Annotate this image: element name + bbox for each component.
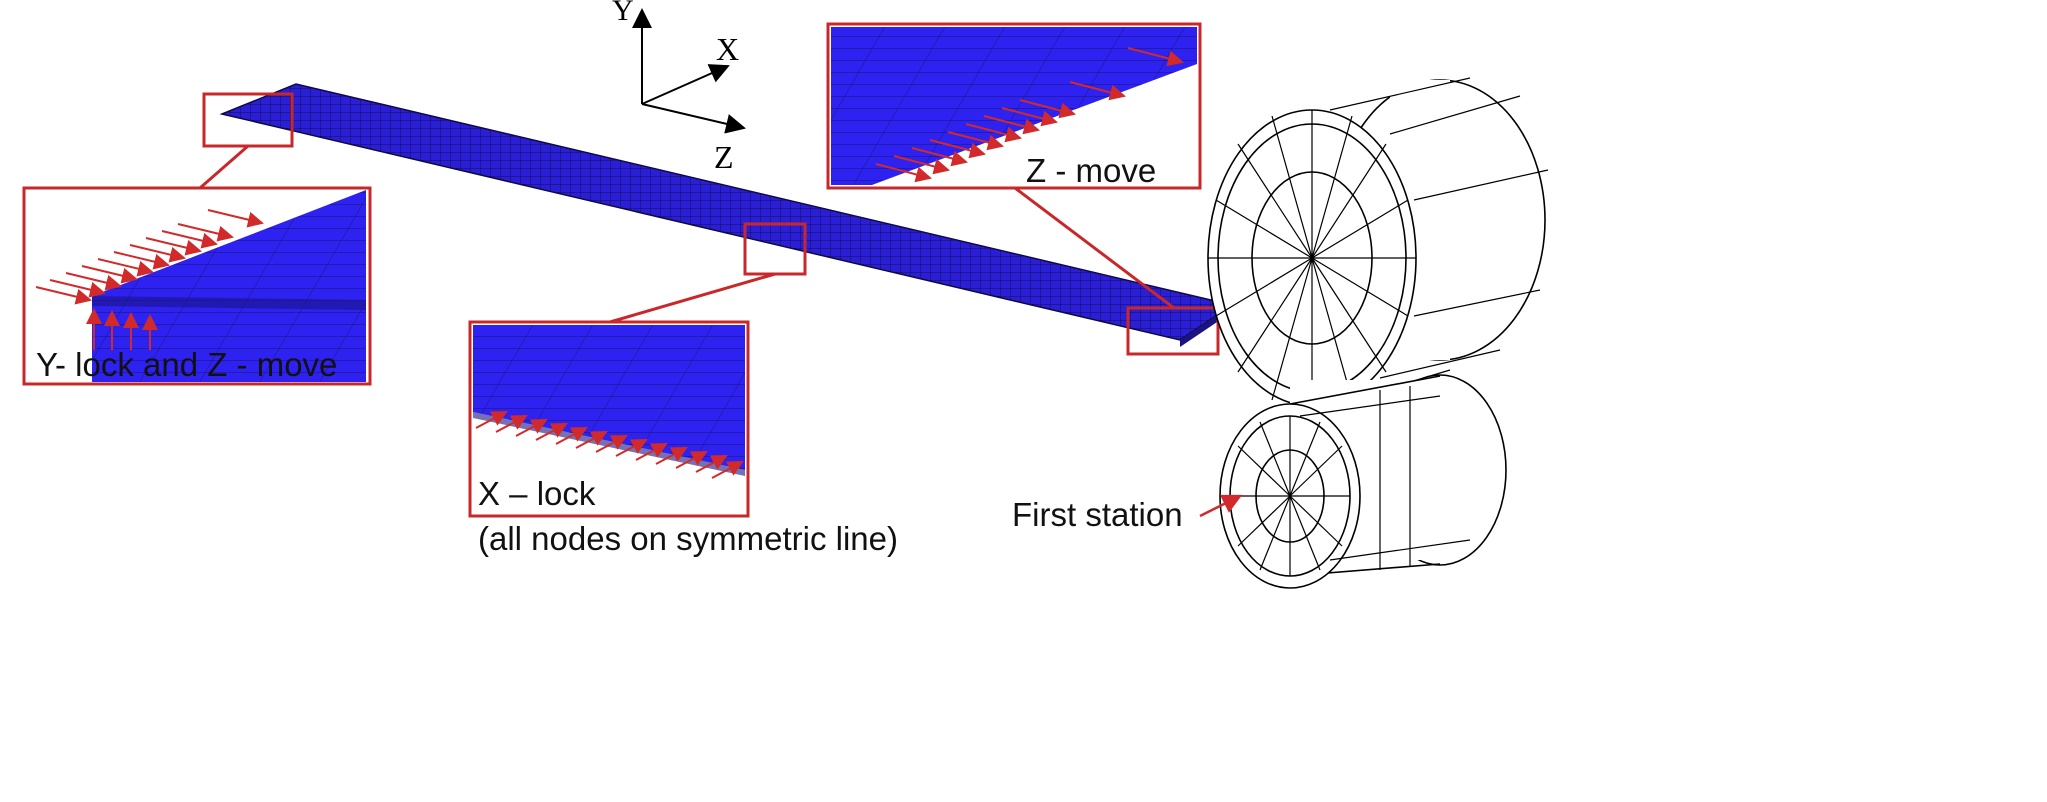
- detail-box-left: Y- lock and Z - move: [22, 186, 372, 386]
- label-z-move: Z - move: [1026, 152, 1156, 189]
- axis-label-x: X: [716, 31, 739, 67]
- detail-box-top-right: Z - move: [826, 22, 1202, 190]
- lower-roll: [1219, 374, 1507, 589]
- label-symmetric-line: (all nodes on symmetric line): [478, 520, 898, 557]
- label-first-station: First station: [1012, 496, 1183, 533]
- axis-label-y: Y: [612, 0, 634, 27]
- upper-roll: [1207, 77, 1549, 407]
- label-y-lock-z-move: Y- lock and Z - move: [36, 346, 337, 383]
- axis-label-z: Z: [714, 139, 734, 175]
- coordinate-axes: [632, 8, 746, 134]
- station-pointer: [1199, 494, 1243, 518]
- label-x-lock: X – lock: [478, 475, 596, 512]
- connector-lines: [199, 144, 1175, 324]
- detail-box-middle: X – lock: [468, 320, 750, 518]
